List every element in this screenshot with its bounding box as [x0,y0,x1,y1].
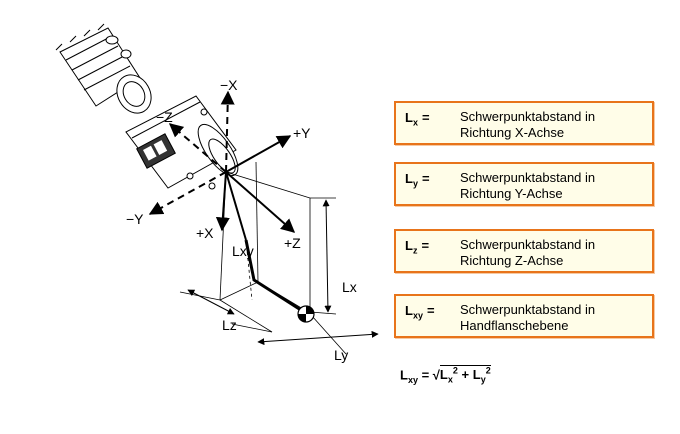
definition-symbol: Ly= [405,171,430,189]
lx-dimension [322,199,332,313]
label-minus-z: −Z [156,109,173,125]
definition-symbol: Lz= [405,238,430,256]
axis-minus-z [168,123,227,173]
axis-plus-y [225,135,292,173]
axis-plus-z [225,171,296,233]
label-lz: Lz [222,317,237,333]
label-plus-z: +Z [284,235,301,251]
axis-minus-x [220,90,235,173]
label-ly: Ly [334,347,348,363]
label-lx: Lx [342,279,357,295]
dimension-arrows [187,199,379,346]
label-lxy: Lxy [232,243,254,259]
lxy-path [244,239,305,314]
robot-wrist-icon [55,23,239,190]
definition-symbol: Lxy= [405,303,435,321]
definition-symbol: Lx= [405,110,430,128]
lxy-direction [225,171,247,241]
dimension-geometry [179,161,347,355]
lz-dimension [187,289,235,315]
ly-dimension [257,330,379,346]
lxy-formula: Lxy = √Lx2 + Ly2 [400,365,491,385]
label-minus-x: −X [220,77,238,93]
axis-minus-y [148,171,227,215]
label-plus-y: +Y [293,125,311,141]
label-minus-y: −Y [126,211,144,227]
label-plus-x: +X [196,225,214,241]
coordinate-diagram: −X −Z +Y −Y +X +Z Lxy Lx Lz Ly [55,23,379,363]
center-of-gravity-icon [297,305,315,323]
